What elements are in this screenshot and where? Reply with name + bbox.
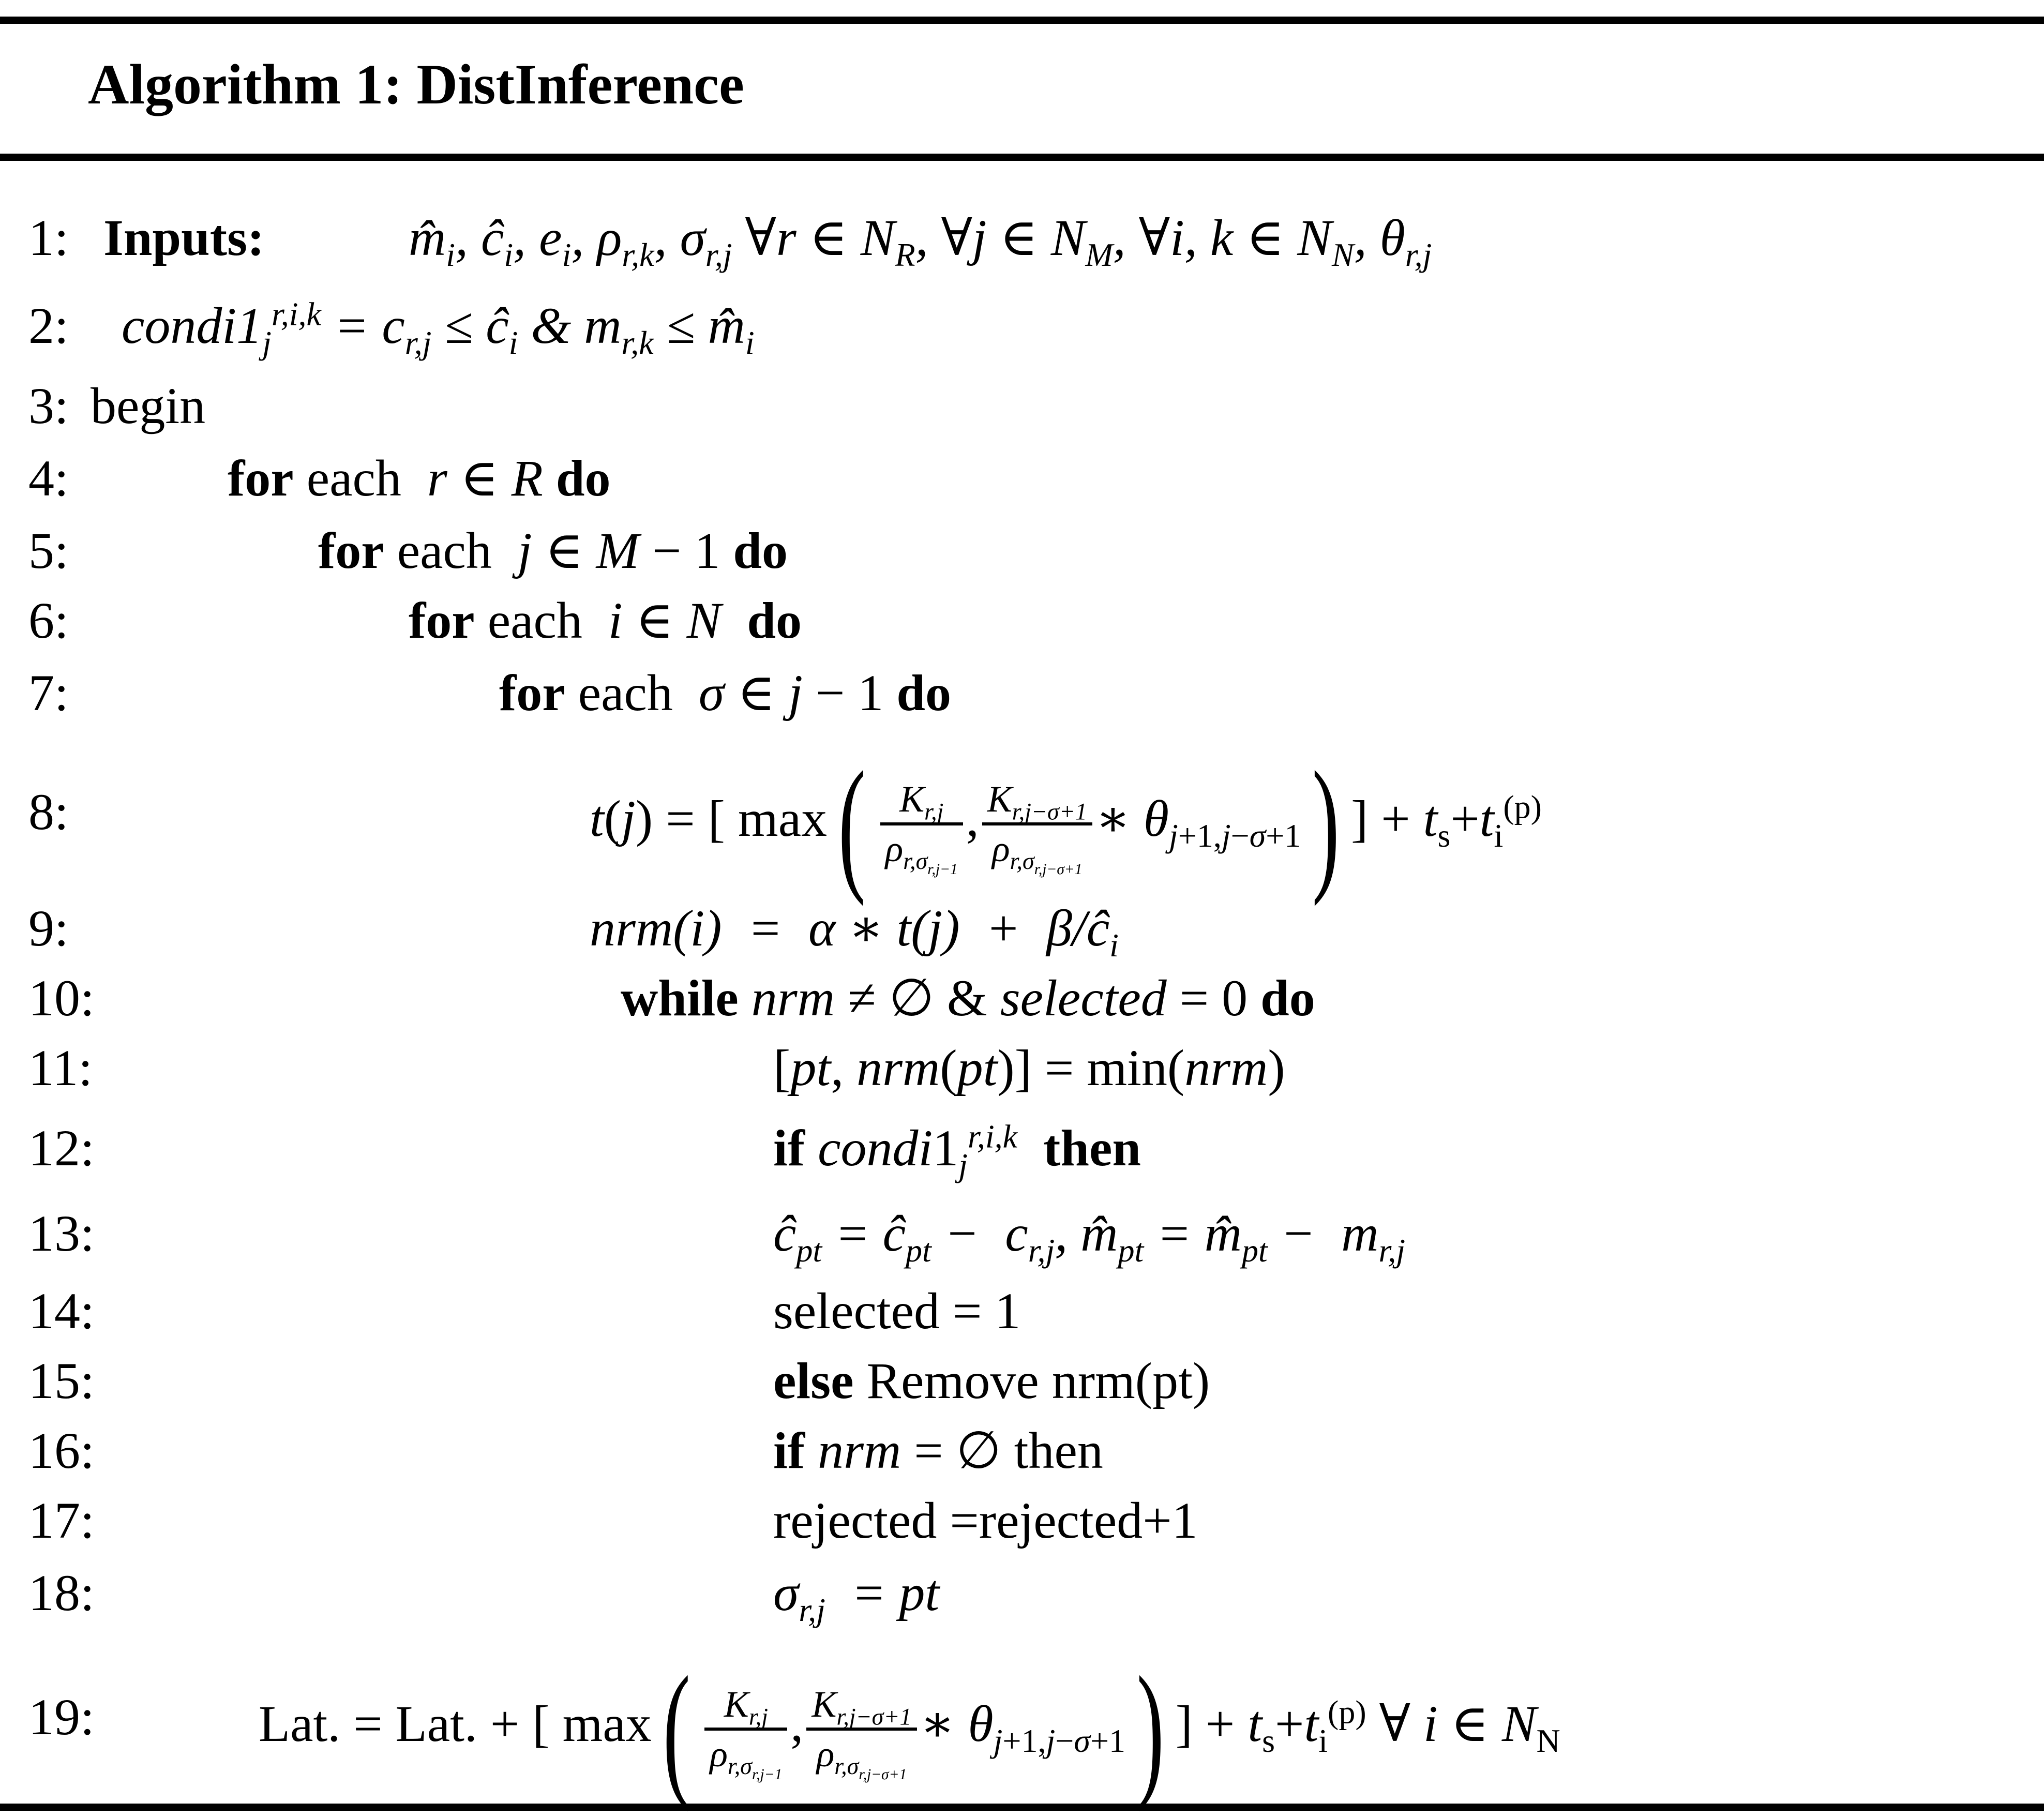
algorithm-line-16: 16: if nrm = ∅ then — [0, 1415, 2044, 1487]
line-number: 3: — [28, 377, 69, 434]
algorithm-line-3: 3: begin — [0, 370, 2044, 442]
loop-statement: for each i ∈ N do — [409, 592, 802, 649]
algorithm-line-9: 9: nrm(i) = α ∗ t(j) + β/ĉi — [0, 892, 2044, 965]
algorithm-line-14: 14: selected = 1 — [0, 1275, 2044, 1347]
algorithm-line-12: 12: if condi1jr,i,k then — [0, 1112, 2044, 1184]
line-number: 5: — [28, 522, 69, 579]
loop-statement: for each r ∈ R do — [228, 449, 611, 507]
math-expression: m̂i, ĉi, ei, ρr,k, σr,j ∀r ∈ NR, ∀j ∈ NM… — [409, 209, 1432, 273]
algorithm-line-6: 6: for each i ∈ N do — [0, 584, 2044, 657]
loop-statement: for each σ ∈ j − 1 do — [499, 664, 952, 722]
begin-text: begin — [91, 377, 206, 434]
line-number: 1: — [28, 209, 69, 266]
algorithm-line-4: 4: for each r ∈ R do — [0, 442, 2044, 515]
line-number: 19: — [28, 1688, 95, 1746]
algorithm-line-7: 7: for each σ ∈ j − 1 do — [0, 657, 2044, 729]
algorithm-line-17: 17: rejected =rejected+1 — [0, 1484, 2044, 1557]
line-number: 18: — [28, 1564, 95, 1621]
loop-statement: for each j ∈ M − 1 do — [318, 522, 788, 579]
else-statement: else Remove nrm(pt) — [773, 1352, 1210, 1409]
line-number: 8: — [28, 783, 69, 840]
line-number: 14: — [28, 1282, 95, 1340]
algorithm-title: Algorithm 1: DistInference — [88, 53, 744, 116]
algorithm-line-13: 13: ĉpt = ĉpt − cr,j, m̂pt = m̂pt − mr,j — [0, 1197, 2044, 1270]
if-statement: if nrm = ∅ then — [773, 1422, 1103, 1479]
line-number: 12: — [28, 1119, 95, 1177]
while-statement: while nrm ≠ ∅ & selected = 0 do — [621, 969, 1315, 1027]
math-expression: condi1jr,i,k = cr,j ≤ ĉi & mr,k ≤ m̂i — [122, 295, 755, 361]
line-number: 2: — [28, 297, 69, 354]
line-number: 13: — [28, 1205, 95, 1262]
assignment-text: selected = 1 — [773, 1282, 1021, 1340]
if-statement: if condi1jr,i,k then — [773, 1118, 1141, 1183]
line-number: 16: — [28, 1422, 95, 1479]
keyword-inputs: Inputs: — [103, 209, 265, 266]
math-expression: [pt, nrm(pt)] = min(nrm) — [773, 1039, 1285, 1097]
line-number: 11: — [28, 1039, 93, 1097]
algorithm-line-2: 2: condi1jr,i,k = cr,j ≤ ĉi & mr,k ≤ m̂i — [0, 290, 2044, 362]
line-number: 6: — [28, 592, 69, 649]
assignment-text: rejected =rejected+1 — [773, 1492, 1198, 1549]
algorithm-line-15: 15: else Remove nrm(pt) — [0, 1345, 2044, 1417]
line-number: 15: — [28, 1352, 95, 1409]
algorithm-line-1: 1: Inputs: m̂i, ĉi, ei, ρr,k, σr,j ∀r ∈ … — [0, 202, 2044, 274]
line-number: 10: — [28, 969, 95, 1027]
algorithm-line-5: 5: for each j ∈ M − 1 do — [0, 515, 2044, 587]
math-expression: nrm(i) = α ∗ t(j) + β/ĉi — [590, 899, 1119, 964]
algorithm-line-18: 18: σr,j = pt — [0, 1557, 2044, 1629]
algorithm-line-11: 11: [pt, nrm(pt)] = min(nrm) — [0, 1032, 2044, 1104]
bottom-rule — [0, 1804, 2044, 1811]
header-rule — [0, 154, 2044, 161]
algorithm-line-10: 10: while nrm ≠ ∅ & selected = 0 do — [0, 962, 2044, 1034]
line-number: 4: — [28, 449, 69, 507]
line-number: 9: — [28, 899, 69, 957]
math-expression: ĉpt = ĉpt − cr,j, m̂pt = m̂pt − mr,j — [773, 1205, 1406, 1269]
math-expression: σr,j = pt — [773, 1564, 940, 1628]
line-number: 17: — [28, 1492, 95, 1549]
top-rule — [0, 17, 2044, 24]
line-number: 7: — [28, 664, 69, 722]
